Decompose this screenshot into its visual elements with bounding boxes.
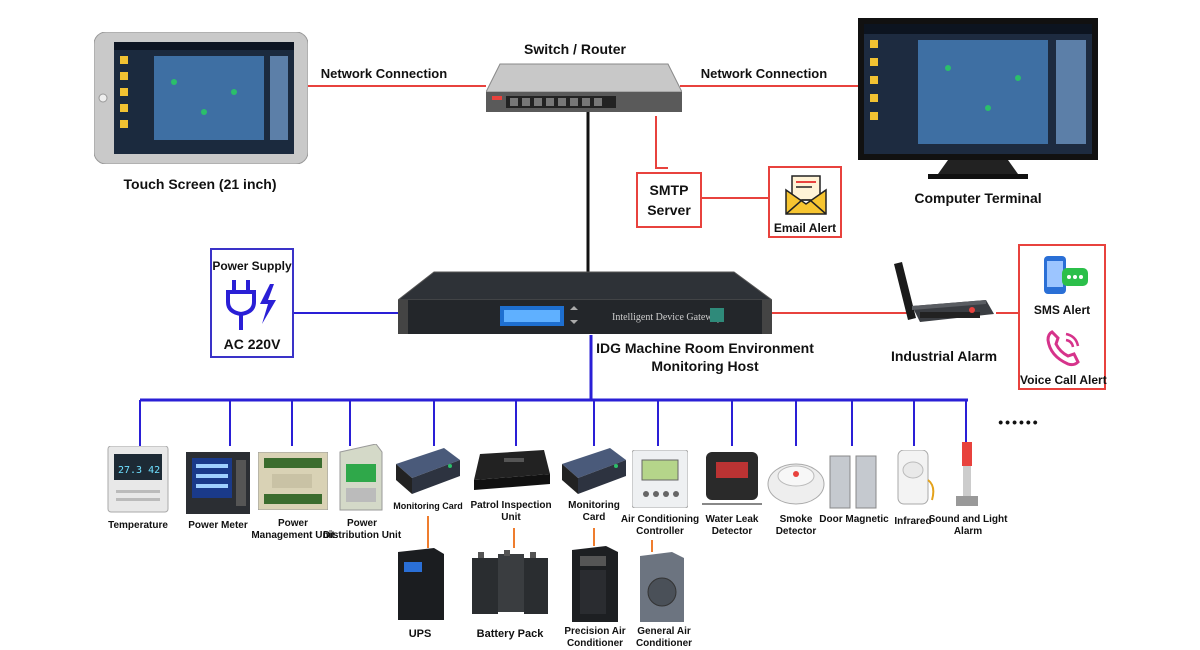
general-ac-device [640, 552, 684, 622]
power-supply-title: Power Supply [212, 259, 292, 273]
device-label-infrared: Infrared [894, 516, 932, 527]
power-meter-device [186, 452, 250, 514]
battery-pack-device [470, 550, 550, 616]
more-devices-ellipsis: •••••• [998, 414, 1040, 430]
pdu-device [336, 443, 384, 512]
ac-controller-device [631, 449, 689, 509]
phone-call-icon [1046, 330, 1080, 367]
sub-label-battery: Battery Pack [476, 628, 544, 640]
industrial-alarm-label: Industrial Alarm [890, 348, 998, 364]
power-supply-box: Power Supply AC 220V [210, 248, 294, 358]
patrol-device [474, 450, 550, 490]
device-label-pdu: Power Distribution Unit [322, 518, 402, 541]
device-label-sound-light: Sound and Light Alarm [928, 514, 1008, 537]
device-label-water-leak: Water Leak Detector [705, 514, 759, 537]
envelope-icon [785, 175, 827, 215]
sub-label-general-ac: General Air Conditioner [635, 626, 693, 649]
precision-ac-device [572, 546, 618, 622]
device-label-power-meter: Power Meter [188, 520, 248, 531]
smtp-server-box: SMTP Server [636, 172, 702, 228]
idg-host-device: Intelligent Device Gateway [396, 270, 774, 336]
touch-screen-device [93, 31, 309, 165]
device-label-door: Door Magnetic [819, 514, 889, 525]
smtp-line2: Server [647, 202, 691, 218]
power-supply-value: AC 220V [223, 336, 281, 352]
email-alert-box: Email Alert [768, 166, 842, 238]
sms-phone-icon [1044, 256, 1088, 294]
svg-text:27.3 42: 27.3 42 [118, 465, 160, 476]
infrared-device [894, 449, 936, 506]
host-title-line2: Monitoring Host [651, 358, 759, 374]
voice-call-alert-label: Voice Call Alert [1020, 373, 1107, 387]
host-title-line1: IDG Machine Room Environment [596, 340, 814, 356]
switch-label: Switch / Router [524, 41, 626, 57]
gateway-text: Intelligent Device Gateway [612, 312, 722, 323]
sub-label-ups: UPS [408, 628, 432, 640]
device-label-monitoring-card-1: Monitoring Card [393, 501, 463, 511]
sub-label-precision-ac: Precision Air Conditioner [564, 626, 626, 649]
industrial-alarm-device [890, 262, 996, 338]
monitoring-card-2-device [562, 448, 626, 496]
bus-drops [139, 400, 967, 446]
alert-box: SMS Alert Voice Call Alert [1018, 244, 1107, 390]
email-alert-label: Email Alert [773, 221, 837, 235]
computer-terminal-device [858, 18, 1098, 180]
device-label-monitoring-card-2: Monitoring Card [568, 500, 620, 523]
sub-device-lines [427, 516, 653, 552]
ups-device [398, 548, 444, 620]
computer-terminal-label: Computer Terminal [914, 190, 1042, 206]
touch-screen-label: Touch Screen (21 inch) [123, 176, 277, 192]
sms-alert-label: SMS Alert [1033, 303, 1091, 317]
device-label-pmu: Power Management Unit [251, 518, 335, 541]
switch-smtp-line [655, 116, 668, 169]
switch-device [485, 62, 683, 114]
smtp-line1: SMTP [649, 182, 689, 198]
monitoring-card-1-device [396, 448, 460, 496]
device-label-temperature: Temperature [108, 520, 168, 531]
temperature-device: 27.3 42 [106, 445, 170, 514]
water-leak-device [702, 452, 762, 508]
device-label-patrol: Patrol Inspection Unit [470, 500, 552, 523]
pmu-device [257, 451, 329, 511]
network-connection-right-label: Network Connection [700, 66, 828, 81]
sound-light-device [954, 442, 980, 508]
smoke-device [766, 454, 826, 508]
door-magnetic-device [828, 454, 880, 510]
device-label-ac-controller: Air Conditioning Controller [620, 514, 700, 537]
plug-lightning-icon [226, 280, 276, 330]
network-connection-left-label: Network Connection [320, 66, 448, 81]
device-label-smoke: Smoke Detector [775, 514, 817, 537]
